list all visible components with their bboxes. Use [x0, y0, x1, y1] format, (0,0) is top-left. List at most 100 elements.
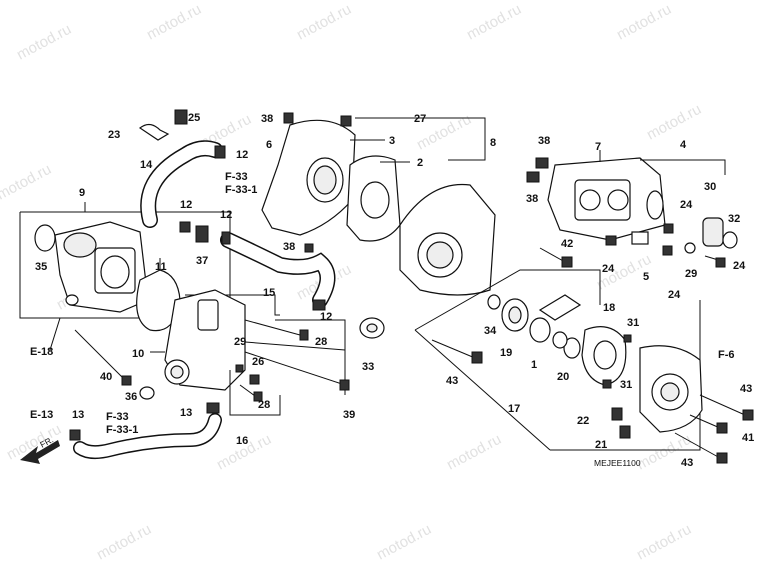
callout-22: 22 [577, 415, 589, 427]
bolt-24 [715, 257, 726, 268]
ref-e18: E-18 [30, 346, 53, 358]
callout-23: 23 [108, 129, 120, 141]
callout-43: 43 [681, 457, 693, 469]
o-ring-35 [34, 224, 56, 252]
dowel-31 [623, 334, 632, 343]
leader-bracket [550, 300, 701, 451]
leader-bracket [414, 269, 601, 331]
cover-group [261, 112, 496, 339]
callout-29: 29 [685, 268, 697, 280]
leader-line [414, 329, 551, 451]
callout-34: 34 [484, 325, 497, 337]
leader-bracket [229, 370, 281, 416]
o-ring-36 [139, 386, 155, 400]
callout-8: 8 [490, 137, 496, 149]
callout-31: 31 [627, 317, 639, 329]
callout-12: 12 [320, 311, 332, 323]
watermark: motod.ru [94, 521, 154, 564]
callout-12: 12 [220, 209, 232, 221]
gasket-18-hole [593, 340, 617, 370]
leader-bracket [355, 117, 486, 161]
bolt-shaft [539, 247, 566, 263]
ref-f33-1: F-33-1 [106, 424, 138, 436]
dowel-38 [535, 157, 549, 169]
assembly-7-port [607, 189, 629, 211]
watermark: motod.ru [294, 1, 354, 44]
callout-6: 6 [266, 139, 272, 151]
bolt-43 [471, 351, 483, 364]
callout-35: 35 [35, 261, 47, 273]
callout-13: 13 [72, 409, 84, 421]
callout-26: 26 [252, 356, 264, 368]
hose-14 [141, 141, 222, 227]
callout-10: 10 [132, 348, 144, 360]
callout-38: 38 [261, 113, 273, 125]
callout-39: 39 [343, 409, 355, 421]
housing-port-inner [170, 365, 184, 379]
callout-24: 24 [602, 263, 615, 275]
callout-43: 43 [446, 375, 458, 387]
callout-38: 38 [526, 193, 538, 205]
bolt-head-28 [299, 329, 309, 341]
cover-right-bore-inner [660, 382, 680, 402]
ref-f33-1: F-33-1 [225, 184, 257, 196]
callout-2: 2 [417, 157, 423, 169]
watermark: motod.ru [634, 521, 694, 564]
bolt-head-39 [339, 379, 350, 391]
washer-29 [684, 242, 696, 254]
dowel-38 [526, 171, 540, 183]
dowel-31 [602, 379, 612, 389]
bolt-24 [605, 235, 617, 246]
bracket-5 [631, 231, 649, 245]
bolt-long-40 [74, 329, 126, 381]
watermark: motod.ru [144, 1, 204, 44]
bushing-30 [702, 217, 724, 247]
hose-16 [74, 414, 221, 458]
bolt-head-40 [121, 375, 132, 386]
bolt-24 [663, 223, 674, 234]
callout-14: 14 [140, 159, 153, 171]
pump-inlet [63, 232, 97, 258]
front-arrow-icon [20, 440, 60, 464]
callout-42: 42 [561, 238, 573, 250]
seal-19-inner [508, 306, 522, 324]
o-ring-20 [563, 337, 581, 359]
callout-25: 25 [188, 112, 200, 124]
callout-38: 38 [538, 135, 550, 147]
callout-19: 19 [500, 347, 512, 359]
bolt-27 [340, 115, 352, 127]
assembly-7-outlet [646, 190, 664, 220]
callout-28: 28 [258, 399, 270, 411]
callout-18: 18 [603, 302, 615, 314]
bolt-21 [619, 425, 631, 439]
o-ring [552, 331, 568, 349]
bolt-shaft [699, 394, 746, 416]
callout-29: 29 [234, 336, 246, 348]
callout-31: 31 [620, 379, 632, 391]
clamp-12 [312, 299, 326, 311]
pump-outlet [65, 294, 79, 306]
plate [538, 294, 582, 321]
bolt-shaft [244, 319, 301, 336]
callout-40: 40 [100, 371, 112, 383]
leader-bracket [275, 319, 346, 395]
clamp-12 [179, 221, 191, 233]
bolt-shaft [239, 384, 256, 397]
clamp-23 [138, 123, 170, 141]
o-ring-1 [529, 317, 551, 343]
reference-labels: F-33 F-33-1 F-33 F-33-1 E-18 E-13 F-6 FR… [30, 171, 735, 468]
bolt-long [244, 351, 346, 386]
callout-9: 9 [79, 187, 85, 199]
callout-11: 11 [155, 261, 167, 273]
housing-boss [197, 299, 219, 331]
hose-group [138, 109, 336, 311]
callout-13: 13 [180, 407, 192, 419]
ref-e13: E-13 [30, 409, 53, 421]
callout-17: 17 [508, 403, 520, 415]
bolt-shaft [431, 339, 476, 359]
callout-1: 1 [531, 359, 537, 371]
bolt-long [244, 341, 346, 351]
water-pump-group [19, 202, 350, 464]
